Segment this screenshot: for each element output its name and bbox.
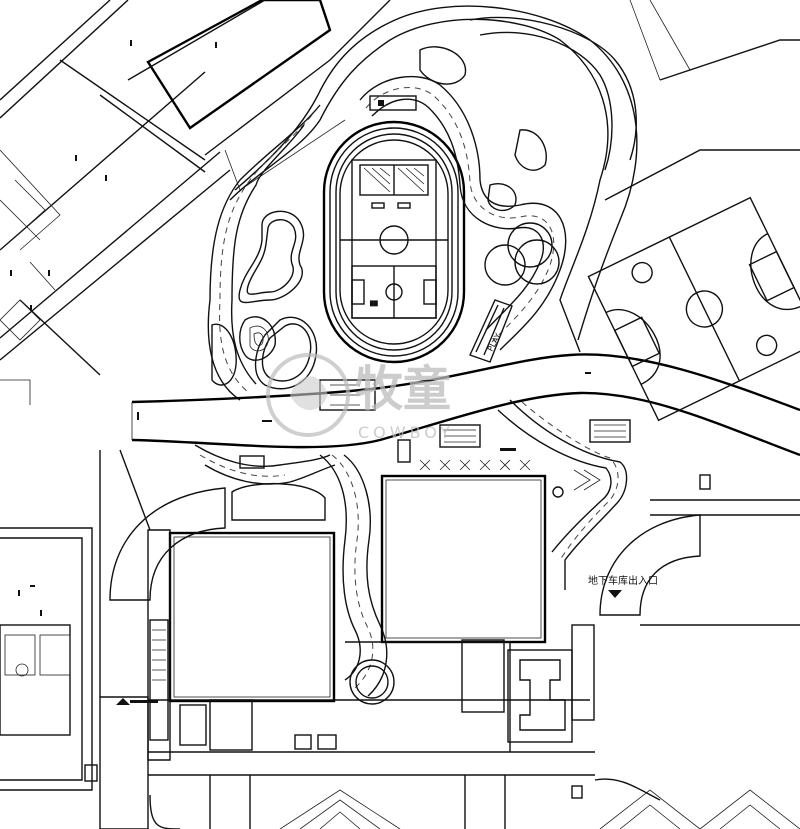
- watermark-text: 牧童: [355, 361, 451, 417]
- svg-text:██: ██: [369, 300, 378, 307]
- garage-entrance-label: 地下车库出入口: [588, 574, 658, 587]
- southwest-building: [0, 449, 151, 791]
- paving-pattern: [149, 474, 800, 829]
- main-road: [131, 353, 800, 457]
- watermark-subtext: COWBOY: [358, 423, 454, 442]
- building-left: [168, 531, 336, 703]
- garden-paths: [207, 46, 567, 401]
- running-track: ██: [322, 120, 466, 364]
- basketball-courts: [587, 196, 800, 422]
- northwest-buildings: [0, 0, 391, 405]
- plaza-paths: [319, 379, 631, 590]
- watermark: 牧童 COWBOY: [266, 353, 454, 442]
- building-blocks: [99, 474, 701, 829]
- pedestrian-path: [194, 444, 395, 705]
- building-right: [380, 474, 547, 644]
- campus-boundary: [229, 0, 800, 353]
